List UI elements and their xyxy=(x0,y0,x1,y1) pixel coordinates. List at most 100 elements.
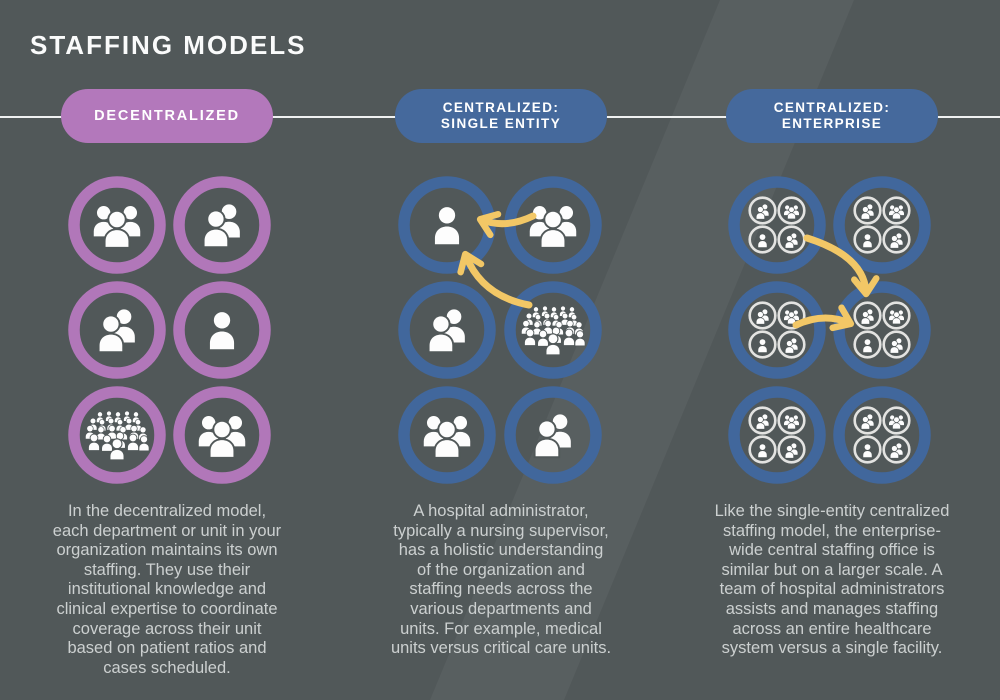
person-icon xyxy=(862,233,873,248)
column-header-centralized-enterprise: CENTRALIZED:ENTERPRISE xyxy=(726,89,938,143)
unit-circle xyxy=(853,406,882,435)
circle-ring xyxy=(173,281,271,379)
person-icon xyxy=(757,338,768,353)
column-header-decentralized: DECENTRALIZED xyxy=(61,89,273,143)
group2-icon xyxy=(430,309,465,351)
group3-icon xyxy=(530,206,576,247)
unit-circle xyxy=(853,301,882,330)
staff-circle-centralized-single-entity-r3c1 xyxy=(398,386,496,484)
unit-circle xyxy=(882,435,911,464)
group3-icon xyxy=(199,416,245,457)
group3-icon xyxy=(784,415,799,428)
group2-icon xyxy=(862,309,874,323)
circle-ring xyxy=(504,386,602,484)
group2-icon xyxy=(536,414,571,456)
group2-icon xyxy=(891,338,903,352)
unit-circle xyxy=(777,435,806,464)
column-header-centralized-single-entity: CENTRALIZED:SINGLE ENTITY xyxy=(395,89,607,143)
group2-icon xyxy=(786,233,798,247)
circle-ring xyxy=(728,281,826,379)
unit-circle xyxy=(748,225,777,254)
circle-ring xyxy=(833,386,931,484)
column-description-decentralized: In the decentralized model, each departm… xyxy=(52,502,282,677)
staff-circle-centralized-single-entity-r2c1 xyxy=(398,281,496,379)
unit-circle xyxy=(882,225,911,254)
circle-ring xyxy=(68,176,166,274)
flow-arrow-centralized-enterprise-facility-top-left-to-facility-middle-right xyxy=(803,234,880,298)
header-line: ENTERPRISE xyxy=(781,116,883,131)
circle-ring xyxy=(68,281,166,379)
header-line: CENTRALIZED: xyxy=(442,99,560,115)
circle-ring xyxy=(728,386,826,484)
crowd-icon xyxy=(522,306,585,354)
group2-icon xyxy=(891,443,903,457)
group2-icon xyxy=(757,204,769,218)
staff-circle-centralized-enterprise-r2c2 xyxy=(833,281,931,379)
unit-circle xyxy=(853,196,882,225)
circle-ring xyxy=(68,386,166,484)
unit-circle xyxy=(748,435,777,464)
group2-icon xyxy=(862,414,874,428)
group2-icon xyxy=(100,309,135,351)
staff-circle-decentralized-r3c2 xyxy=(173,386,271,484)
unit-circle xyxy=(777,406,806,435)
staff-circle-decentralized-r2c1 xyxy=(68,281,166,379)
staff-circle-centralized-single-entity-r1c2 xyxy=(504,176,602,274)
unit-circle xyxy=(882,330,911,359)
flow-arrow-centralized-single-entity-staff-crowd-middle-right-to-administrator-top-left xyxy=(457,250,533,309)
flow-arrow-centralized-enterprise-facility-middle-left-to-facility-middle-right xyxy=(792,304,855,332)
group3-icon xyxy=(889,205,904,218)
unit-circle xyxy=(777,196,806,225)
staff-circle-decentralized-r3c1 xyxy=(68,386,166,484)
header-line: CENTRALIZED: xyxy=(773,99,891,115)
unit-circle xyxy=(853,330,882,359)
staff-circles-layer xyxy=(68,176,931,484)
person-icon xyxy=(757,233,768,248)
staff-circle-centralized-single-entity-r1c1 xyxy=(398,176,496,274)
group3-icon xyxy=(94,206,140,247)
column-description-centralized-enterprise: Like the single-entity centralized staff… xyxy=(714,502,950,658)
unit-circle xyxy=(853,435,882,464)
staff-circle-centralized-enterprise-r3c1 xyxy=(728,386,826,484)
circle-ring xyxy=(398,386,496,484)
circle-ring xyxy=(728,176,826,274)
header-line: SINGLE ENTITY xyxy=(440,116,562,131)
circle-ring xyxy=(833,281,931,379)
group2-icon xyxy=(757,414,769,428)
person-icon xyxy=(434,207,460,245)
staff-circle-centralized-single-entity-r3c2 xyxy=(504,386,602,484)
circle-ring xyxy=(398,281,496,379)
unit-circle xyxy=(853,225,882,254)
group2-icon xyxy=(205,204,240,246)
group3-icon xyxy=(424,416,470,457)
column-description-centralized-single-entity: A hospital administrator, typically a nu… xyxy=(390,502,612,658)
unit-circle xyxy=(748,330,777,359)
unit-circle xyxy=(748,196,777,225)
unit-circle xyxy=(777,330,806,359)
circle-ring xyxy=(173,386,271,484)
group2-icon xyxy=(862,204,874,218)
person-icon xyxy=(209,312,235,350)
staff-circle-centralized-enterprise-r3c2 xyxy=(833,386,931,484)
staff-circle-centralized-enterprise-r1c1 xyxy=(728,176,826,274)
group3-icon xyxy=(889,310,904,323)
unit-circle xyxy=(777,301,806,330)
staff-circle-centralized-enterprise-r2c1 xyxy=(728,281,826,379)
staff-circle-decentralized-r1c2 xyxy=(173,176,271,274)
group2-icon xyxy=(891,233,903,247)
group3-icon xyxy=(889,415,904,428)
unit-circle xyxy=(882,301,911,330)
group2-icon xyxy=(786,338,798,352)
person-icon xyxy=(862,338,873,353)
crowd-icon xyxy=(86,411,149,459)
circle-ring xyxy=(504,281,602,379)
person-icon xyxy=(862,443,873,458)
unit-circle xyxy=(748,406,777,435)
page-title: STAFFING MODELS xyxy=(30,30,307,60)
staff-circle-centralized-enterprise-r1c2 xyxy=(833,176,931,274)
circle-ring xyxy=(398,176,496,274)
group3-icon xyxy=(784,205,799,218)
unit-circle xyxy=(748,301,777,330)
unit-circle xyxy=(882,196,911,225)
